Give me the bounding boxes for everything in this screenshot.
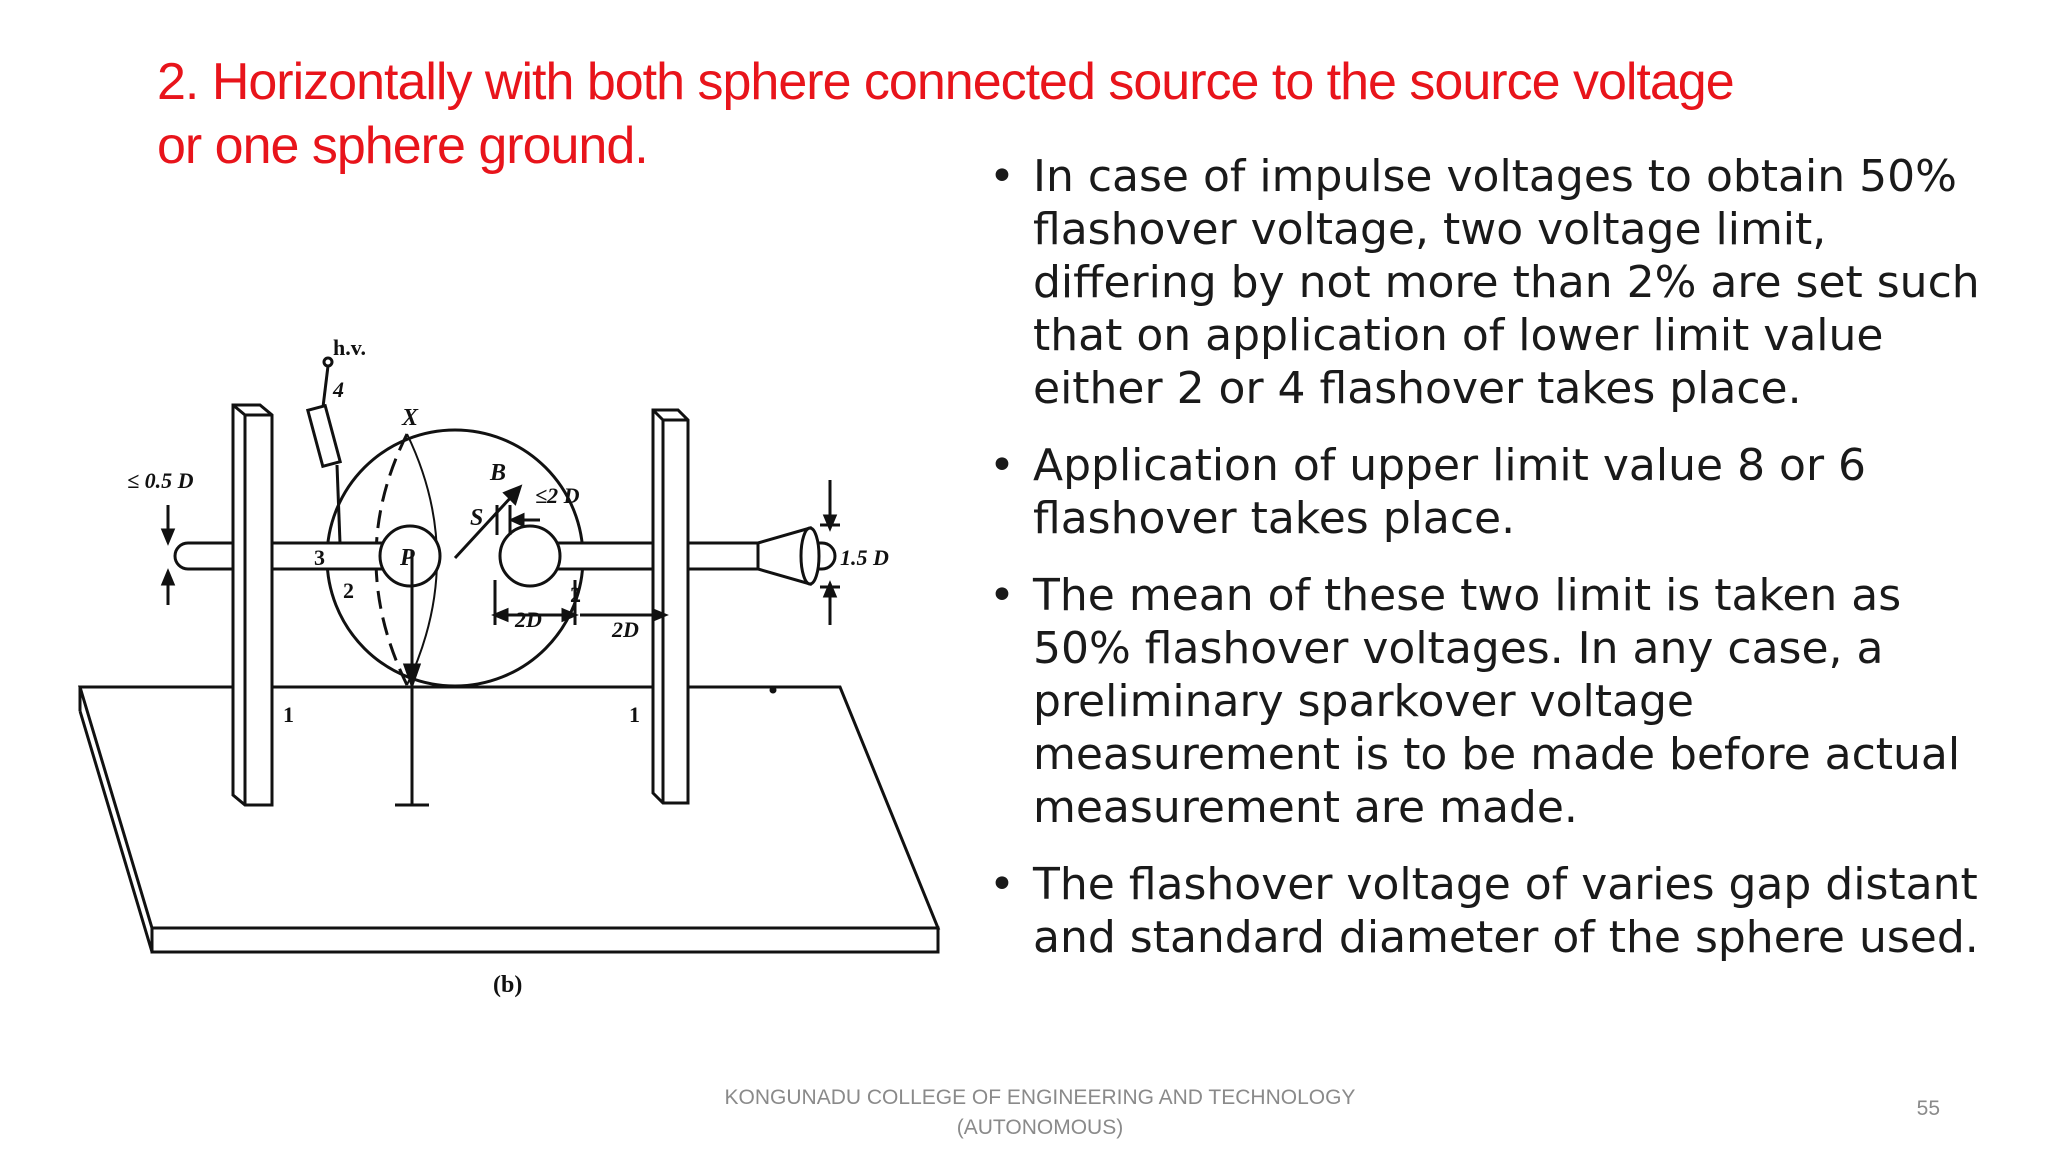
sphere-gap-diagram: h.v. 4 X B S P ≤ 0.5 D ≤2 D 3 2 2 2D 2D … <box>77 335 941 998</box>
label-p: P <box>399 545 415 571</box>
bullet-text: The mean of these two limit is taken as … <box>1033 570 1961 833</box>
slide-title-line-1: 2. Horizontally with both sphere connect… <box>157 53 1735 111</box>
label-x: X <box>401 405 419 431</box>
bullet-item: • The flashover voltage of varies gap di… <box>985 858 2005 964</box>
slide-title-line-2: or one sphere ground. <box>157 117 649 175</box>
bullet-text: In case of impulse voltages to obtain 50… <box>1033 151 1980 414</box>
bullet-item: • Application of upper limit value 8 or … <box>985 439 2005 545</box>
diagram-caption: (b) <box>493 972 522 998</box>
radius-b-arrow <box>453 493 515 560</box>
slide-title: 2. Horizontally with both sphere connect… <box>157 50 2007 178</box>
sphere-right <box>498 524 562 588</box>
label-one-five-d: 1.5 D <box>840 545 889 570</box>
bullet-text: The flashover voltage of varies gap dist… <box>1033 859 1979 963</box>
base-plate-left-edge-slope <box>78 710 154 953</box>
bullet-item: • The mean of these two limit is taken a… <box>985 569 2005 834</box>
footer-line-2: (AUTONOMOUS) <box>956 1116 1124 1139</box>
base-plate <box>77 685 941 930</box>
label-two-left: 2 <box>343 578 354 603</box>
label-le-half-d: ≤ 0.5 D <box>127 468 194 493</box>
right-post <box>651 408 690 805</box>
hv-terminal <box>322 356 334 368</box>
bullet-item: • In case of impulse voltages to obtain … <box>985 150 2005 415</box>
page-number: 55 <box>1916 1097 1940 1120</box>
label-three: 3 <box>314 545 325 570</box>
label-le-2d: ≤2 D <box>535 483 580 508</box>
label-two-d-inner: 2D <box>514 607 542 632</box>
bullet-text: Application of upper limit value 8 or 6 … <box>1033 440 1867 544</box>
bullet-dot: • <box>989 440 1015 491</box>
label-hv: h.v. <box>333 335 366 360</box>
sphere-meridian-dashed <box>374 433 409 686</box>
footer-line-1: KONGUNADU COLLEGE OF ENGINEERING AND TEC… <box>724 1086 1356 1109</box>
left-shaft <box>173 541 412 571</box>
footer-institution: KONGUNADU COLLEGE OF ENGINEERING AND TEC… <box>640 1083 1440 1143</box>
label-one-right: 1 <box>629 702 640 727</box>
sphere-p <box>378 524 442 588</box>
label-b: B <box>489 460 506 486</box>
right-cone-end <box>799 526 821 586</box>
label-s: S <box>470 505 483 531</box>
base-plate-edge <box>150 926 940 954</box>
bullet-dot: • <box>989 151 1015 202</box>
left-post <box>231 403 274 807</box>
label-four: 4 <box>332 377 344 402</box>
label-two-d-outer: 2D <box>611 617 639 642</box>
hv-resistor <box>305 403 343 469</box>
label-one-left: 1 <box>283 702 294 727</box>
bullet-dot: • <box>989 859 1015 910</box>
bullet-dot: • <box>989 570 1015 621</box>
label-two-right: 2 <box>570 582 581 607</box>
bullet-list: • In case of impulse voltages to obtain … <box>985 150 2005 988</box>
